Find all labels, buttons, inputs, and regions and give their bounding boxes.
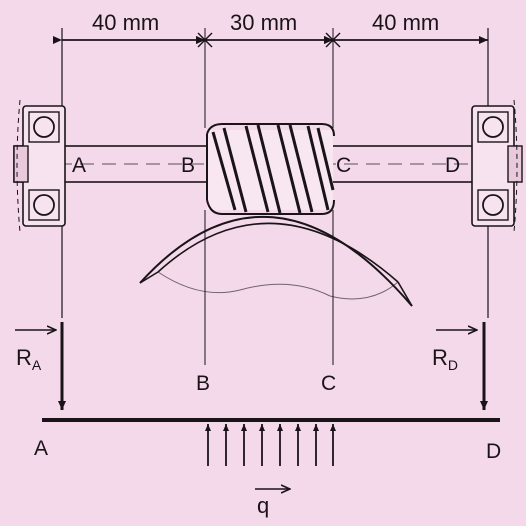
worm-thread: [206, 123, 335, 215]
beam-point-c-label: C: [321, 372, 336, 395]
load-label: q: [257, 493, 269, 518]
point-b-shaft-label: B: [181, 154, 195, 177]
left-bearing: [13, 99, 66, 233]
point-d-shaft-label: D: [445, 154, 460, 177]
reaction-d: [436, 322, 488, 410]
beam-point-b-label: B: [196, 372, 210, 395]
point-a-shaft-label: A: [72, 154, 86, 177]
dimension-cd-label: 40 mm: [372, 10, 439, 35]
dimension-line: [53, 32, 488, 48]
right-bearing: [471, 99, 523, 233]
reaction-d-label: RD: [432, 345, 458, 373]
reaction-a-label: RA: [16, 345, 42, 373]
worm-wheel: [139, 215, 413, 307]
point-c-shaft-label: C: [336, 154, 351, 177]
beam-point-d-label: D: [486, 440, 501, 463]
beam-point-a-label: A: [34, 437, 48, 460]
dimension-bc-label: 30 mm: [230, 10, 297, 35]
distributed-load: [205, 424, 336, 466]
dimension-ab-label: 40 mm: [92, 10, 159, 35]
reaction-a: [15, 322, 66, 410]
